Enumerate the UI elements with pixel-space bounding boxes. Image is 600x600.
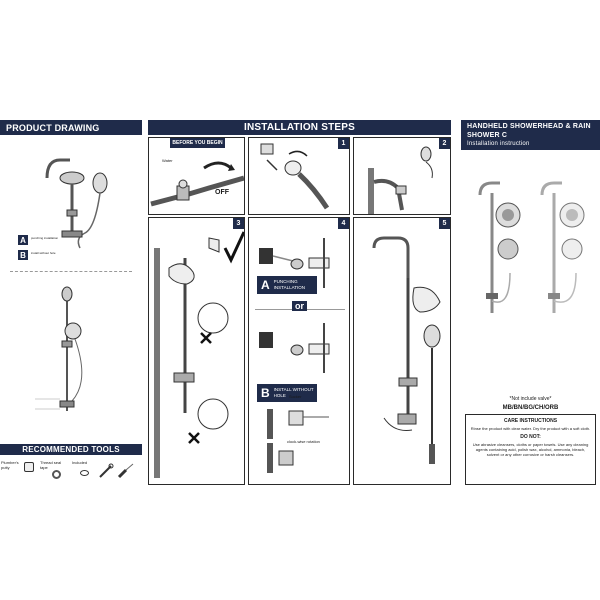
dimension-drawing — [35, 286, 83, 411]
wrench-icon — [99, 463, 114, 478]
option-a-step-letter: A — [261, 278, 270, 292]
tool-tape-label: Thread seal tape — [40, 460, 62, 470]
recommended-tools-title: RECOMMENDED TOOLS — [22, 445, 120, 454]
option-a-text: punching installation — [31, 236, 59, 240]
recommended-tools-header: RECOMMENDED TOOLS — [0, 444, 142, 455]
option-a-letter: A — [20, 235, 26, 245]
step-4-panel: 4 A PUNCHING INSTALLATION or B INSTALL W… — [248, 217, 350, 485]
tool-putty-label: Plumber's putty — [1, 460, 19, 470]
shower-system-illustration — [45, 158, 108, 249]
care-instructions-text: Rinse the product with clear water. Dry … — [470, 426, 591, 431]
step-1-illustration — [260, 143, 330, 210]
product-drawing-title: PRODUCT DRAWING — [6, 122, 100, 133]
care-instructions-box: CARE INSTRUCTIONS Rinse the product with… — [465, 414, 596, 485]
included-parts-icon — [80, 470, 89, 476]
step-3-number: 3 — [233, 218, 244, 229]
step-4-number: 4 — [338, 218, 349, 229]
product-title-line1: HANDHELD SHOWERHEAD & RAIN — [467, 122, 591, 130]
step-5-panel: 5 — [353, 217, 451, 485]
step-2-illustration — [368, 146, 433, 214]
product-subtitle: Installation instruction — [467, 140, 530, 147]
product-photo-dark — [478, 181, 521, 313]
care-instructions-title: CARE INSTRUCTIONS — [503, 418, 558, 424]
off-label: OFF — [215, 189, 229, 196]
valve-illustration — [150, 161, 244, 207]
water-off-text: Water — [162, 158, 173, 163]
option-a-badge: A — [18, 235, 28, 245]
product-title-line2: SHOWER C — [467, 131, 508, 139]
finishes-list: MB/BN/BG/CH/ORB — [502, 405, 559, 411]
option-b-step-text: INSTALL WITHOUT HOLE — [273, 387, 314, 398]
tape-icon — [52, 470, 61, 479]
option-b-letter: B — [20, 250, 26, 260]
step-3-illustration — [154, 231, 244, 478]
not-include-valve-note: *Not include valve* — [509, 396, 552, 402]
option-b-box: B INSTALL WITHOUT HOLE — [257, 384, 317, 402]
step-2-number: 2 — [439, 138, 450, 149]
do-not-text: Use abrasive cleansers, cloths or paper … — [472, 442, 589, 457]
option-b-text: install without hole — [31, 251, 56, 255]
step-4-top-illustration — [259, 238, 330, 288]
before-you-begin-panel: BEFORE YOU BEGIN Water OFF — [148, 137, 245, 215]
tools-row: Plumber's putty Thread seal tape Include… — [0, 457, 142, 485]
step-2-panel: 2 — [353, 137, 451, 215]
installation-steps-title: INSTALLATION STEPS — [243, 122, 355, 133]
putty-icon — [24, 462, 34, 472]
do-not-title: DO NOT: — [520, 434, 541, 440]
step-5-illustration — [372, 236, 441, 464]
option-a-step-text: PUNCHING INSTALLATION — [273, 279, 306, 290]
step-4-middle-illustration — [259, 323, 330, 373]
product-drawing-area: A punching installation B install withou… — [0, 138, 142, 438]
step-4-bottom-illustration — [267, 409, 329, 473]
option-b-badge: B — [18, 250, 28, 260]
clockwise-label: clock-wise rotation — [287, 439, 320, 444]
screwdriver-icon — [117, 463, 134, 479]
section-divider — [10, 271, 132, 272]
product-drawing-header: PRODUCT DRAWING — [0, 120, 142, 135]
step-1-number: 1 — [338, 138, 349, 149]
step-5-number: 5 — [439, 218, 450, 229]
step-1-panel: 1 — [248, 137, 350, 215]
instruction-sheet: PRODUCT DRAWING A punching installation … — [0, 113, 600, 487]
tool-included-label: Included — [72, 460, 88, 465]
sucker-label: Sucker — [289, 394, 302, 399]
or-label: or — [292, 301, 307, 311]
before-you-begin-tab: BEFORE YOU BEGIN — [170, 138, 225, 148]
option-b-step-letter: B — [261, 386, 270, 400]
option-a-box: A PUNCHING INSTALLATION — [257, 276, 317, 294]
step-3-panel: 3 — [148, 217, 245, 485]
product-photo-chrome — [540, 181, 585, 313]
before-you-begin-label: BEFORE YOU BEGIN — [172, 140, 223, 146]
installation-steps-header: INSTALLATION STEPS — [148, 120, 451, 135]
product-title-header: HANDHELD SHOWERHEAD & RAIN SHOWER C Inst… — [461, 120, 600, 150]
